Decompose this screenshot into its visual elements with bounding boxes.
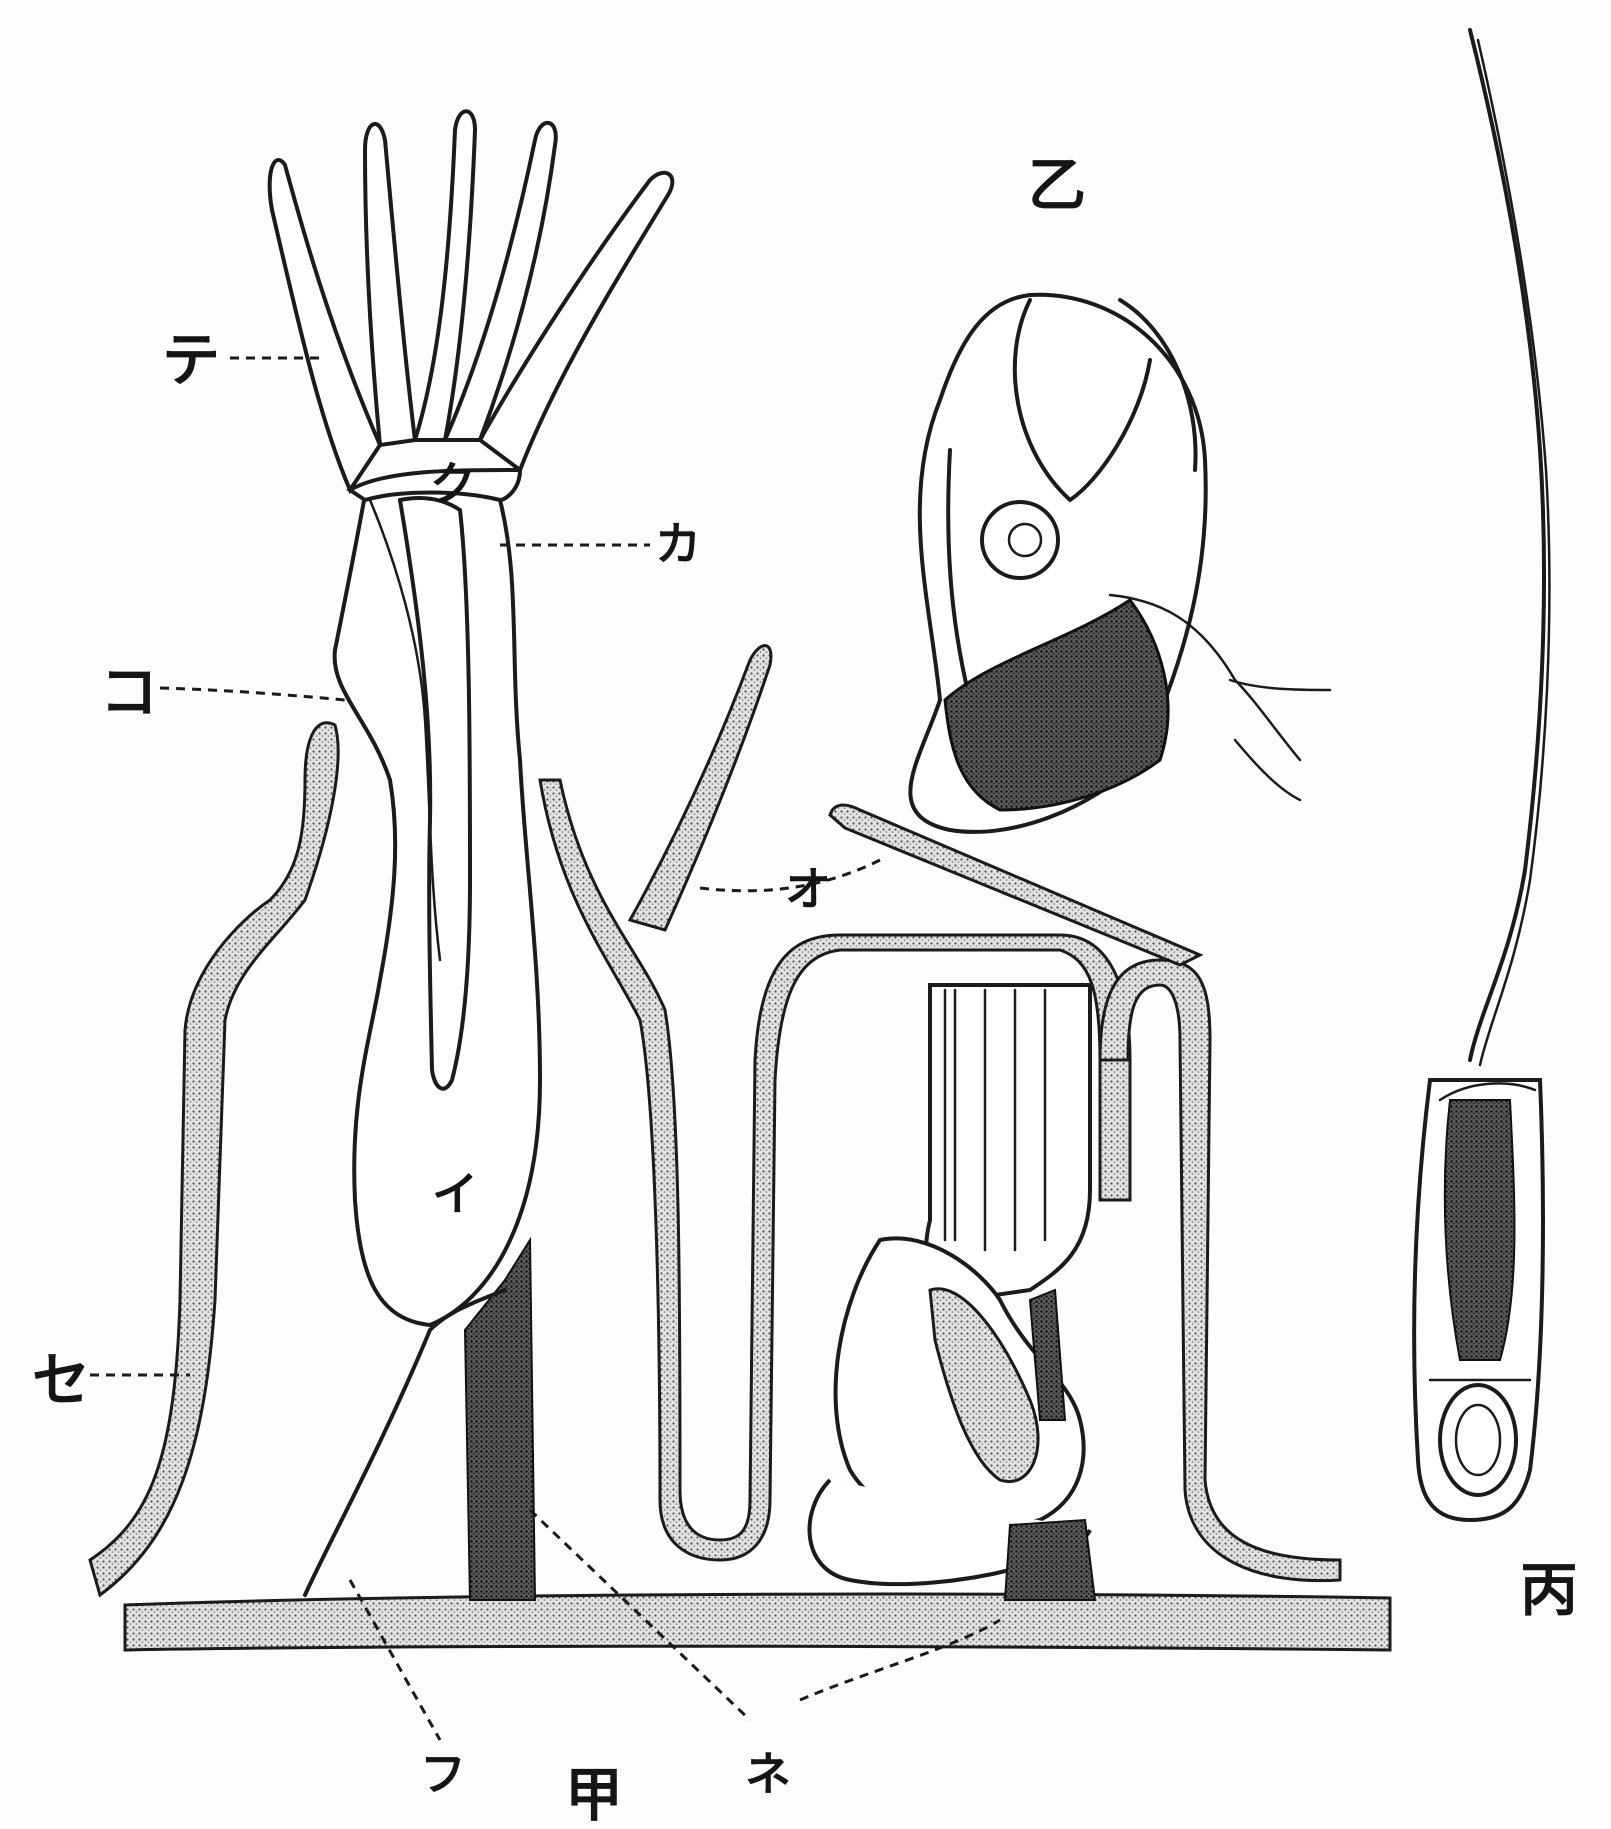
label-ko: コ	[100, 658, 158, 726]
label-te: テ	[162, 326, 220, 394]
hydrotheca-edge	[305, 1330, 430, 1595]
label-ka: カ	[655, 517, 701, 571]
label-i: イ	[432, 1167, 478, 1221]
panel-label-kou: 甲	[565, 1761, 623, 1829]
label-fu: フ	[420, 1747, 466, 1801]
label-ku: ク	[430, 457, 476, 511]
panel-label-otsu: 乙	[1028, 151, 1086, 219]
gonophore-cluster	[810, 985, 1095, 1600]
label-o: オ	[785, 862, 831, 916]
leader-ko	[160, 688, 345, 700]
panel-otsu-medusa	[910, 295, 1330, 832]
right-arch-tube	[1100, 960, 1340, 1581]
tentacle-crown	[270, 111, 673, 500]
label-se: セ	[32, 1346, 90, 1414]
panel-hei-larva	[1414, 30, 1549, 1520]
label-ne: ネ	[745, 1747, 791, 1801]
left-perisarc-tube	[90, 723, 338, 1595]
gonophore-stalk	[1005, 1520, 1095, 1600]
panel-label-hei: 丙	[1520, 1556, 1578, 1624]
larva-endoderm	[1445, 1100, 1515, 1360]
stolon-base	[125, 1594, 1390, 1650]
